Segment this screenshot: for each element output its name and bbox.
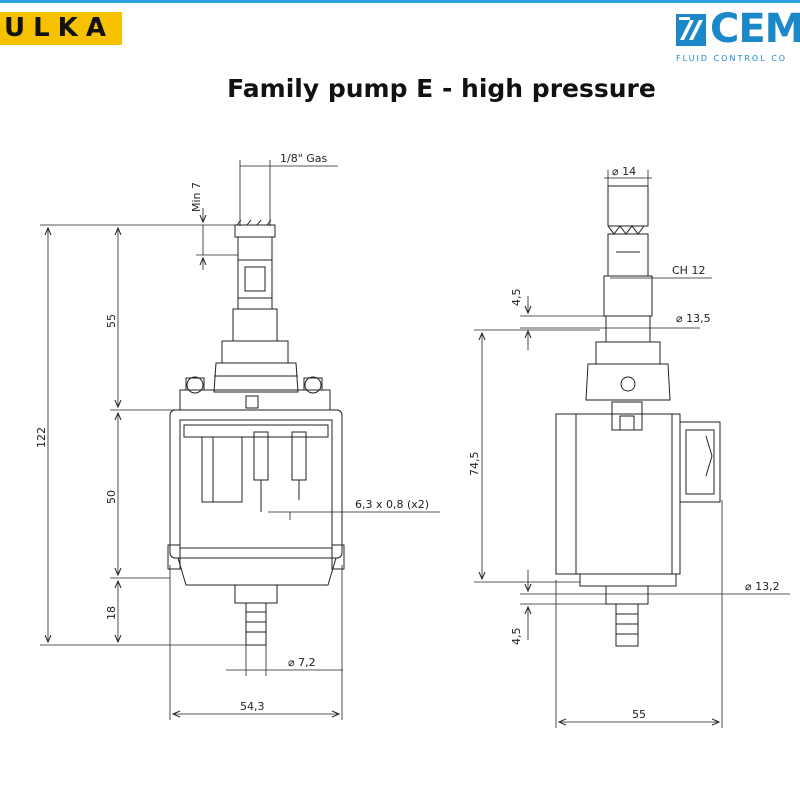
label-base-diameter: ⌀ 13,2 (745, 580, 780, 593)
side-view-labels: ⌀ 14 CH 12 4,5 ⌀ 13,5 74,5 ⌀ 13,2 4,5 55 (468, 165, 780, 721)
side-view-dimensions (474, 170, 790, 728)
label-inlet-diameter: ⌀ 14 (612, 165, 636, 178)
label-hex: CH 12 (672, 264, 705, 277)
label-outlet-diameter: ⌀ 7,2 (288, 656, 316, 669)
label-collar-thickness: 4,5 (510, 289, 523, 307)
front-view-labels: 1/8" Gas Min 7 122 55 50 18 6,3 x 0,8 (x… (35, 152, 429, 713)
ulka-logo: ULKA (0, 12, 122, 45)
label-overall-height: 122 (35, 427, 48, 448)
page-title: Family pump E - high pressure (227, 74, 656, 103)
label-body-height: 50 (105, 490, 118, 504)
side-view (555, 185, 721, 647)
cem-wordmark: CEM (710, 8, 800, 52)
label-collar-diameter: ⌀ 13,5 (676, 312, 711, 325)
label-lower-height: 18 (105, 606, 118, 620)
front-view (167, 219, 345, 646)
label-side-width: 55 (632, 708, 646, 721)
header-accent-line (0, 0, 800, 3)
label-min-engagement: Min 7 (190, 182, 203, 212)
cem-mark-icon (676, 14, 706, 46)
front-view-dimensions (40, 160, 440, 720)
label-terminals: 6,3 x 0,8 (x2) (355, 498, 429, 511)
label-front-width: 54,3 (240, 700, 265, 713)
cem-logo: CEM FLUID CONTROL CO (670, 8, 800, 70)
label-base-thickness: 4,5 (510, 628, 523, 646)
label-side-body-height: 74,5 (468, 452, 481, 477)
cem-tagline: FLUID CONTROL CO (676, 54, 788, 63)
label-thread: 1/8" Gas (280, 152, 328, 165)
label-upper-height: 55 (105, 314, 118, 328)
